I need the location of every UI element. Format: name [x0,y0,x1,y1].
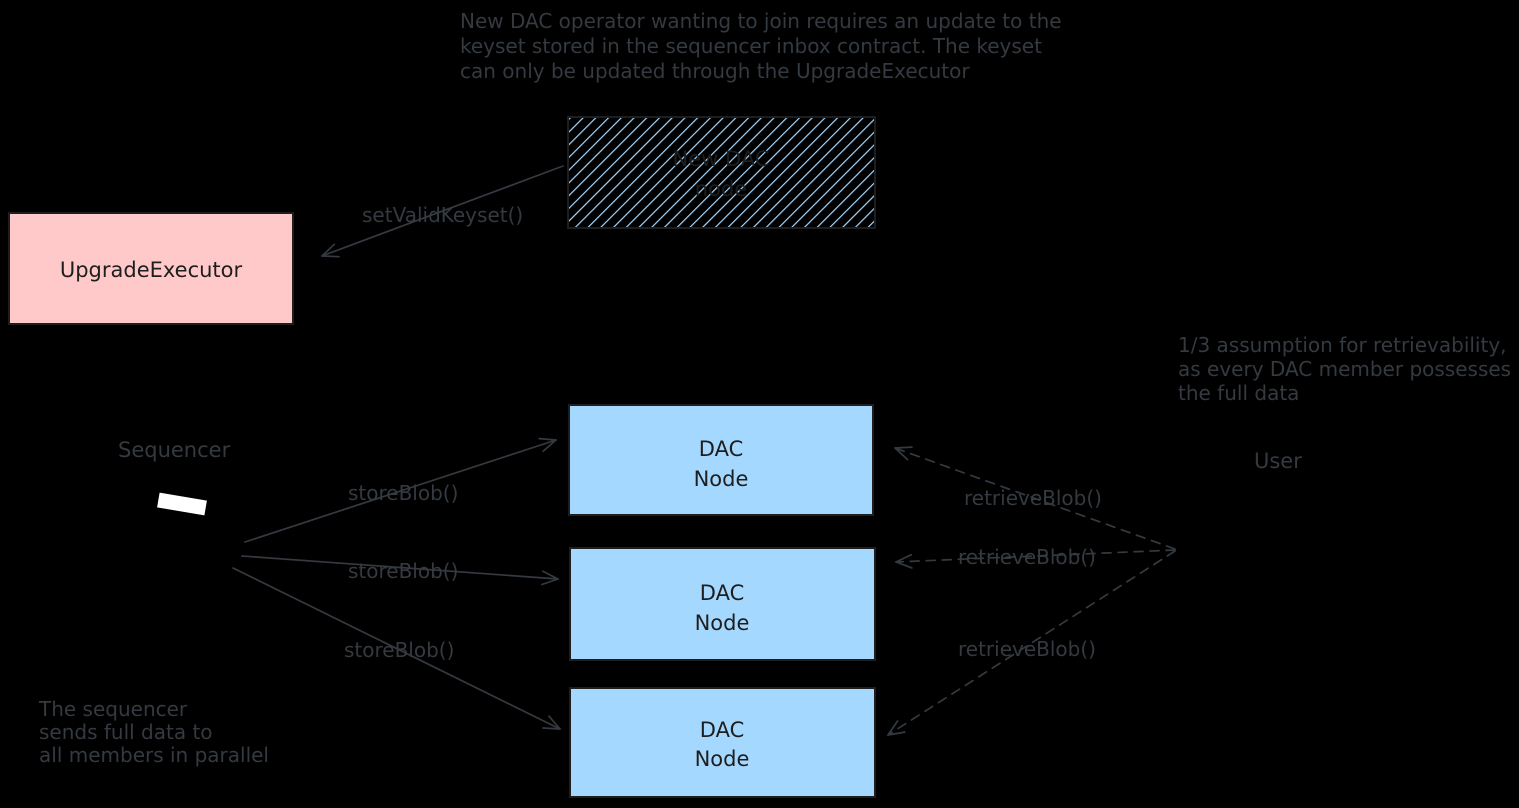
keyset-note-line3: can only be updated through the UpgradeE… [460,59,970,83]
retrievability-note-line1: 1/3 assumption for retrievability, [1178,333,1507,357]
sequencer-label: Sequencer [118,438,231,462]
parallel-note-line1: The sequencer [38,697,188,721]
upgrade-executor-rect [8,212,294,325]
dac-node-1-rect [568,404,874,516]
retrieve-blob-label-1: retrieveBlob() [964,486,1102,510]
dac-node-2-label-line1: DAC [700,581,744,605]
arrowhead-wing [538,437,557,441]
dac-node-3-label-line2: Node [695,747,750,771]
set-valid-keyset-label: setValidKeyset() [362,203,523,227]
arrowhead-wing [887,731,906,736]
arrowhead-wing [321,243,336,257]
retrievability-note-line2: as every DAC member possesses [1178,357,1511,381]
arrowhead-wing [542,727,561,730]
upgrade-executor-box: UpgradeExecutor [8,212,294,325]
solid-arrows [232,165,564,730]
annotations: New DAC operator wanting to join require… [38,9,1511,767]
retrieve-blob-label-3: retrieveBlob() [958,637,1096,661]
new-dac-node-label-line1: New DAC [673,147,770,171]
new-dac-node-label-line2: node [695,177,747,201]
retrieve-blob-arrow-1 [894,447,1176,550]
arrowhead-wing [541,578,559,586]
upgrade-executor-label: UpgradeExecutor [60,258,243,282]
keyset-note-line1: New DAC operator wanting to join require… [460,9,1062,33]
new-dac-node-rect [567,116,876,229]
store-blob-arrow-1 [244,439,557,543]
arrowhead-wing [894,446,913,449]
dac-node-1-label-line2: Node [694,467,749,491]
retrievability-note-line3: the full data [1178,381,1299,405]
store-blob-label-1: storeBlob() [348,481,458,505]
sequencer-laptop-icon [157,492,207,516]
retrieve-blob-arrow-3 [887,550,1176,736]
user-label: User [1254,449,1302,473]
dac-node-3-rect [569,687,876,798]
set-valid-keyset-arrow [321,165,564,257]
store-blob-arrow-3 [232,567,561,730]
arrowhead-wing [895,553,913,563]
arrowhead-wing [887,720,899,736]
dashed-arrows [887,446,1176,736]
dac-node-1-label-line1: DAC [699,437,743,461]
dac-node-2-rect [569,547,876,661]
retrieve-blob-arrow-2 [895,549,1176,563]
dac-node-1-box: DAC Node [568,404,874,516]
arrowhead-wing [548,715,561,730]
store-blob-label-3: storeBlob() [344,638,454,662]
arrowhead-wing [894,447,909,461]
arrowhead-wing [542,570,559,580]
arrowhead-wing [542,439,557,453]
arrowhead-wing [321,255,340,258]
parallel-note-line3: all members in parallel [39,743,269,767]
store-blob-arrow-2 [241,555,559,580]
new-dac-node-box: New DAC node [567,116,876,229]
dac-node-3-label-line1: DAC [700,718,744,742]
parallel-note-line2: sends full data to [39,720,213,744]
store-blob-label-2: storeBlob() [348,559,458,583]
retrieve-blob-label-2: retrieveBlob() [958,545,1096,569]
keyset-note-line2: keyset stored in the sequencer inbox con… [460,34,1042,58]
dac-node-2-label-line2: Node [695,611,750,635]
dac-node-2-box: DAC Node [569,547,876,661]
dac-node-3-box: DAC Node [569,687,876,798]
arrowhead-wing [895,561,913,569]
